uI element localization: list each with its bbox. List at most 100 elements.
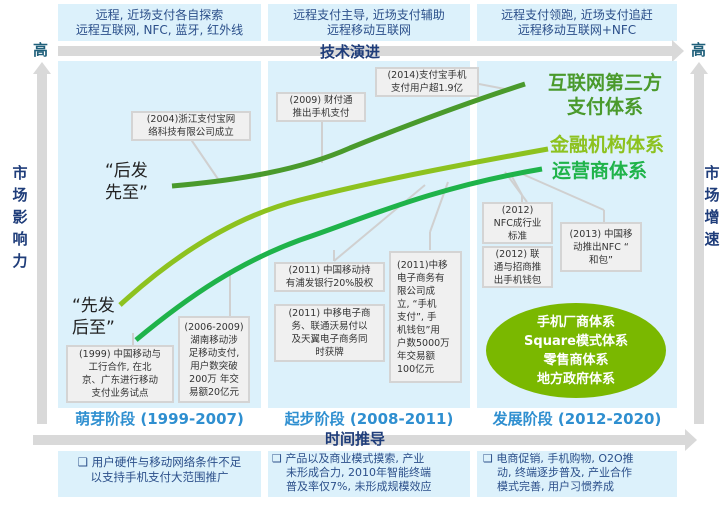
callout-line: 京、广东进行移动 xyxy=(81,375,158,386)
finance-system-label: 金融机构体系 xyxy=(550,134,665,156)
quote-line: 后至” xyxy=(72,318,115,338)
bottom-note-stage-1: ❑ 用户硬件与移动网络条件不足 以支持手机支付大范围推广 xyxy=(58,451,261,497)
stage-3-label: 发展阶段 (2012-2020) xyxy=(492,410,662,428)
left-axis-bar xyxy=(37,74,47,424)
callout-line: (2012) 联 xyxy=(495,248,540,260)
bottom-note-line: 未形成合力, 2010年智能终端 xyxy=(286,466,431,479)
callout-line: 湖南移动涉 xyxy=(190,334,238,346)
callout-2011-license: (2011) 中移电子商 务、联通沃易付以 及天翼电子商务同 时获牌 xyxy=(274,304,385,362)
quote-line: “后发 xyxy=(105,161,148,181)
callout-2011-spdb: (2011) 中国移动持 有浦发银行20%股权 xyxy=(274,262,385,292)
time-axis-title: 时间推导 xyxy=(325,430,386,448)
stage-2-label: 起步阶段 (2008-2011) xyxy=(284,410,454,428)
callout-line: (2013) 中国移 xyxy=(569,228,633,240)
quote-line: 先至” xyxy=(105,183,148,203)
callout-2006-2009: (2006-2009) 湖南移动涉 足移动支付, 用户数突破 200万 年交 易… xyxy=(178,316,250,403)
callout-line: 有浦发银行20%股权 xyxy=(285,278,374,289)
technology-axis-bar xyxy=(58,46,672,56)
operator-system-curve xyxy=(134,166,543,342)
ellipse-line: 手机厂商体系 xyxy=(536,314,615,330)
callout-line: (2006-2009) xyxy=(184,321,244,333)
top-note-stage-2: 远程支付主导, 近场支付辅助 远程移动互联网 xyxy=(268,4,470,41)
other-systems-ellipse: 手机厂商体系 Square模式体系 零售商体系 地方政府体系 xyxy=(486,303,666,398)
ellipse-line: Square模式体系 xyxy=(524,333,628,349)
top-note-stage-1: 远程, 近场支付各自探索 远程互联网, NFC, 蓝牙, 红外线 xyxy=(58,4,261,41)
callout-line: NFC成行业 xyxy=(493,217,542,229)
callout-line: 机钱包”用 xyxy=(397,324,440,336)
quote-line: “先发 xyxy=(72,296,115,316)
ellipse-line: 零售商体系 xyxy=(543,352,609,368)
callout-line: 标准 xyxy=(507,230,527,242)
right-axis-label: 市场增速 xyxy=(704,164,720,248)
callout-line: 出手机钱包 xyxy=(493,274,542,286)
left-axis-high-label: 高 xyxy=(33,41,49,59)
callout-line: 及天翼电子商务同 xyxy=(291,334,368,345)
callout-line: 易额20亿元 xyxy=(188,386,240,398)
technology-axis-arrowhead xyxy=(672,40,684,62)
time-axis-arrowhead xyxy=(685,429,697,451)
callout-line: 100亿元 xyxy=(397,363,435,375)
bottom-note-stage-3: ❑ 电商促销, 手机购物, O2O推 动, 终端逐步普及, 产业合作 模式完善,… xyxy=(477,451,677,497)
callout-line: 支付”, 手 xyxy=(397,311,437,323)
callout-line: (2011) 中国移动持 xyxy=(288,265,371,276)
callout-line: 支付用户超1.9亿 xyxy=(390,83,464,94)
bottom-note-line: 普及率仅7%, 未形成规模效应 xyxy=(286,480,432,493)
callout-line: (2012) xyxy=(501,204,534,216)
callout-2011-cmcc-ecommerce: (2011)中移 电子商务有 限公司成 立, “手机 支付”, 手 机钱包”用 … xyxy=(389,251,462,383)
top-note-line: 远程移动互联网 xyxy=(326,22,411,37)
top-note-line: 远程, 近场支付各自探索 xyxy=(95,7,224,22)
callout-line: 和包” xyxy=(589,254,613,266)
callout-2012-nfc: (2012) NFC成行业 标准 xyxy=(482,202,553,244)
callout-2014: (2014)支付宝手机 支付用户超1.9亿 xyxy=(375,67,479,97)
callout-line: 络科技有限公司成立 xyxy=(148,127,234,138)
left-axis-label: 市场影响力 xyxy=(12,164,28,270)
callout-2013: (2013) 中国移 动推出NFC “ 和包” xyxy=(560,222,642,272)
callout-line: (2011) 中移电子商 xyxy=(288,308,371,319)
stage-1-label: 萌芽阶段 (1999-2007) xyxy=(75,410,244,428)
time-axis-bar xyxy=(33,435,685,445)
callout-line: 动推出NFC “ xyxy=(573,241,629,253)
callout-line: 限公司成 xyxy=(397,285,436,297)
bottom-note-line: ❑ 产品以及商业模式摸索, 产业 xyxy=(272,452,425,465)
callout-line: (2004)浙江支付宝网 xyxy=(146,114,236,125)
callout-line: (2014)支付宝手机 xyxy=(387,70,467,81)
callout-line: 电子商务有 xyxy=(397,272,445,284)
bottom-note-line: 以支持手机支付大范围推广 xyxy=(90,470,229,484)
internet-system-curve xyxy=(171,81,526,189)
top-note-stage-3: 远程支付领跑, 近场支付追赶 远程移动互联网+NFC xyxy=(477,4,677,41)
sys-line: 互联网第三方 xyxy=(547,72,662,94)
top-note-line: 远程支付领跑, 近场支付追赶 xyxy=(501,7,653,22)
operator-system-label: 运营商体系 xyxy=(552,160,648,182)
top-note-line: 远程移动互联网+NFC xyxy=(517,22,637,37)
early-late-quote: “先发 后至” xyxy=(72,295,115,339)
callout-line: 务、联通沃易付以 xyxy=(291,321,368,332)
callout-line: (1999) 中国移动与 xyxy=(78,349,162,360)
callout-2012-unicom: (2012) 联 通与招商推 出手机钱包 xyxy=(482,246,553,288)
bottom-note-line: ❑ 电商促销, 手机购物, O2O推 xyxy=(483,452,634,465)
callout-line: 200万 年交 xyxy=(189,373,239,385)
bottom-note-stage-2: ❑ 产品以及商业模式摸索, 产业 未形成合力, 2010年智能终端 普及率仅7%… xyxy=(268,451,470,497)
right-axis-arrowhead xyxy=(690,62,708,74)
top-note-line: 远程支付主导, 近场支付辅助 xyxy=(293,7,445,22)
callout-line: 通与招商推 xyxy=(493,261,542,273)
right-axis-bar xyxy=(694,74,704,424)
callout-line: 支付业务试点 xyxy=(91,388,149,399)
ellipse-line: 地方政府体系 xyxy=(536,371,615,387)
sys-line: 支付体系 xyxy=(566,96,643,118)
finance-system-curve xyxy=(118,146,549,307)
callout-line: 户数5000万 xyxy=(397,337,450,349)
callout-line: (2011)中移 xyxy=(397,259,448,271)
late-first-quote: “后发 先至” xyxy=(105,160,148,204)
callout-line: 立, “手机 xyxy=(397,298,437,310)
top-note-line: 远程互联网, NFC, 蓝牙, 红外线 xyxy=(75,22,244,37)
callout-line: (2009) 财付通 xyxy=(289,95,353,106)
callout-2009: (2009) 财付通 推出手机支付 xyxy=(276,92,366,122)
bottom-note-line: 模式完善, 用户习惯养成 xyxy=(497,480,614,493)
callout-line: 用户数突破 xyxy=(190,360,238,372)
bottom-note-line: ❑ 用户硬件与移动网络条件不足 xyxy=(77,455,242,469)
callout-line: 年交易额 xyxy=(397,350,436,362)
internet-system-label: 互联网第三方 支付体系 xyxy=(540,71,670,119)
callout-2004: (2004)浙江支付宝网 络科技有限公司成立 xyxy=(131,111,251,141)
callout-1999: (1999) 中国移动与 工行合作, 在北 京、广东进行移动 支付业务试点 xyxy=(66,345,174,403)
